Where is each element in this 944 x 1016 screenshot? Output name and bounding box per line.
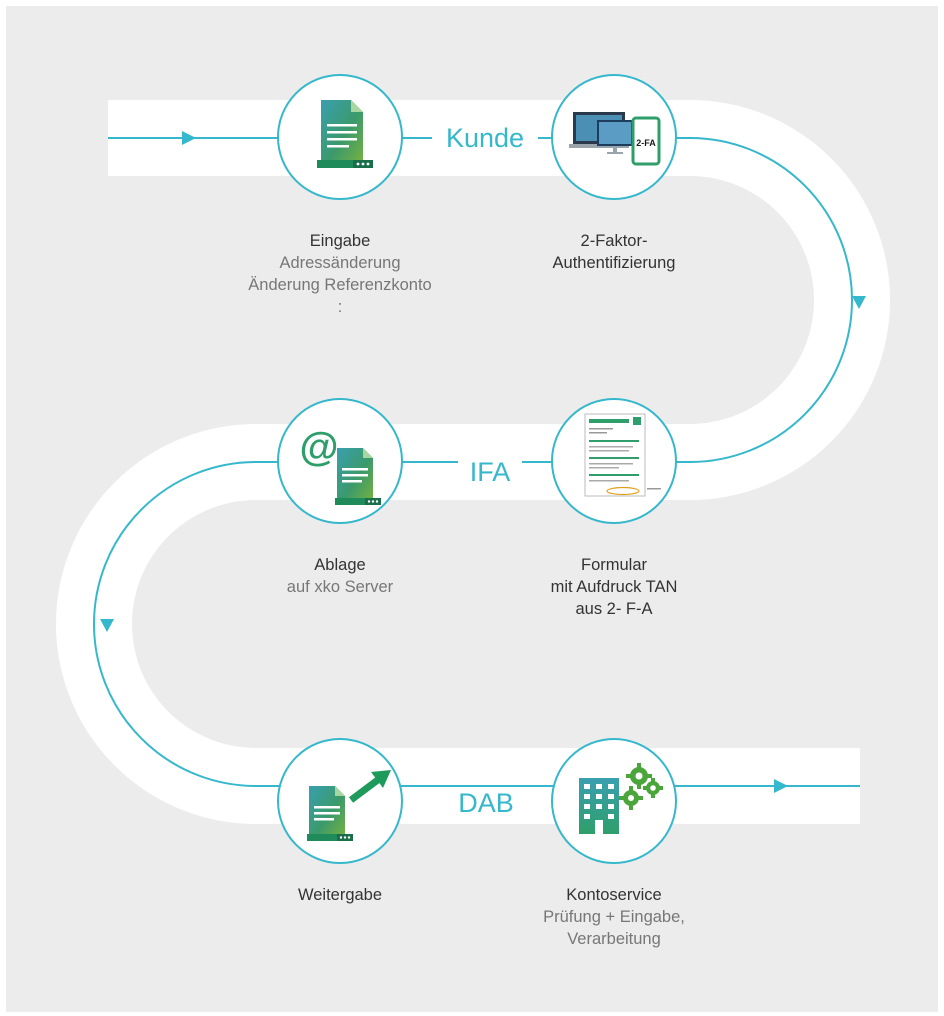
stage-label-kunde: Kunde [432, 123, 538, 153]
step-weitergabe-node [277, 738, 403, 864]
step-auth-node: 2-FA [551, 74, 677, 200]
at-document-icon: @ [299, 425, 381, 505]
step-formular-title-line-1: Formular [580, 556, 647, 574]
flow-arrow-end [774, 779, 788, 793]
stage-label-dab: DAB [448, 788, 524, 818]
flow-arrow-start [182, 131, 196, 145]
step-ablage-caption: Ablage auf xko Server [210, 554, 470, 598]
step-weitergabe-title: Weitergabe [297, 886, 383, 904]
step-eingabe-line-1: Adressänderung [279, 254, 401, 272]
step-kontoservice-line-2: Verarbeitung [567, 930, 661, 948]
step-ablage-line-1: auf xko Server [286, 578, 394, 596]
step-kontoservice-line-1: Prüfung + Eingabe, [543, 908, 685, 926]
step-formular-title-line-2: mit Aufdruck TAN [550, 578, 678, 596]
step-eingabe-title: Eingabe [309, 232, 371, 250]
step-eingabe-node [277, 74, 403, 200]
step-formular-node [551, 398, 677, 524]
form-document-icon [584, 413, 661, 497]
document-forward-icon [307, 770, 391, 841]
flow-arrow-right-curve [852, 296, 866, 309]
flow-arrow-left-curve [100, 619, 114, 632]
step-eingabe-line-2: Änderung Referenzkonto [248, 276, 432, 294]
stage-label-ifa: IFA [458, 457, 522, 487]
step-eingabe-line-3: : [337, 298, 343, 316]
step-kontoservice-node [551, 738, 677, 864]
step-auth-caption: 2-Faktor- Authentifizierung [484, 230, 744, 274]
step-formular-title-line-3: aus 2- F-A [575, 600, 653, 618]
2fa-badge-text: 2-FA [636, 138, 656, 148]
step-formular-caption: Formular mit Aufdruck TAN aus 2- F-A [484, 554, 744, 620]
step-auth-title-line-2: Authentifizierung [552, 254, 676, 272]
step-kontoservice-title: Kontoservice [566, 886, 662, 904]
devices-2fa-icon: 2-FA [569, 112, 661, 166]
step-auth-title-line-1: 2-Faktor- [580, 232, 648, 250]
building-gears-icon [579, 763, 663, 834]
step-ablage-title: Ablage [314, 556, 366, 574]
svg-text:@: @ [299, 425, 338, 469]
step-kontoservice-caption: Kontoservice Prüfung + Eingabe, Verarbei… [484, 884, 744, 950]
step-ablage-node: @ [277, 398, 403, 524]
step-eingabe-caption: Eingabe Adressänderung Änderung Referenz… [210, 230, 470, 318]
document-server-icon [317, 100, 373, 168]
step-weitergabe-caption: Weitergabe [210, 884, 470, 906]
